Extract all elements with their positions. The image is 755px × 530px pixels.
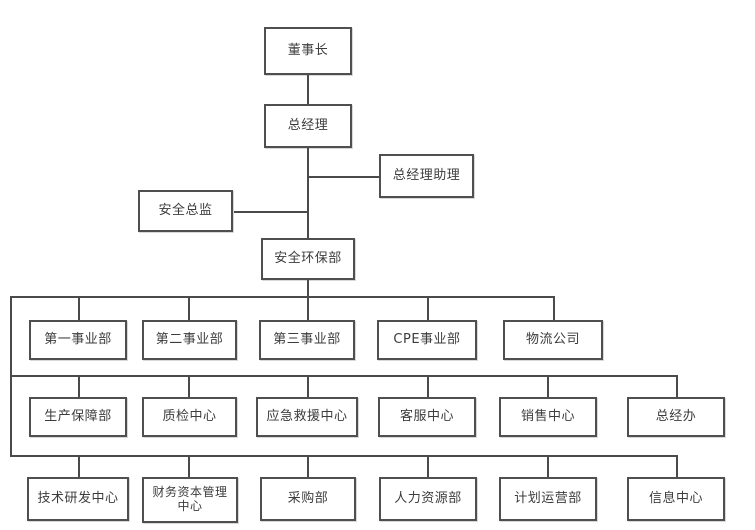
node-chairman[interactable]: 董事长	[264, 27, 352, 75]
connector-safety-env-to-bus1	[307, 280, 309, 296]
node-information-center[interactable]: 信息中心	[627, 477, 725, 521]
node-safety-env-dept[interactable]: 安全环保部	[261, 238, 355, 280]
node-general-manager-office[interactable]: 总经办	[627, 397, 725, 437]
node-label: 计划运营部	[514, 490, 582, 506]
drop-row3-4	[427, 455, 429, 477]
drop-row2-1	[78, 375, 80, 397]
bus-row-functional-departments	[10, 455, 678, 457]
drop-row1-4	[427, 296, 429, 320]
node-label: 总经理助理	[392, 167, 461, 183]
drop-row1-3	[307, 296, 309, 320]
node-human-resources-dept[interactable]: 人力资源部	[379, 477, 477, 521]
bus-row-business-divisions	[10, 296, 555, 298]
node-general-manager[interactable]: 总经理	[264, 104, 352, 148]
drop-row3-1	[78, 455, 80, 477]
drop-row2-5	[547, 375, 549, 397]
node-emergency-rescue-center[interactable]: 应急救援中心	[256, 397, 358, 437]
node-label: 董事长	[287, 42, 329, 58]
node-quality-inspection-center[interactable]: 质检中心	[142, 397, 237, 437]
node-label: 采购部	[287, 490, 329, 506]
node-label: 第三事业部	[273, 331, 341, 347]
node-business-division-cpe[interactable]: CPE事业部	[377, 320, 477, 360]
connector-chairman-to-gm	[307, 75, 309, 104]
drop-row2-4	[427, 375, 429, 397]
node-business-division-1[interactable]: 第一事业部	[29, 320, 127, 360]
node-sales-center[interactable]: 销售中心	[499, 397, 597, 437]
node-label: 销售中心	[520, 408, 575, 424]
node-business-division-3[interactable]: 第三事业部	[259, 320, 355, 360]
connector-gm-to-assistant	[307, 176, 379, 178]
node-finance-capital-management-center[interactable]: 财务资本管理中心	[142, 477, 238, 523]
node-customer-service-center[interactable]: 客服中心	[378, 397, 476, 437]
node-procurement-dept[interactable]: 采购部	[260, 477, 356, 521]
node-label: 人力资源部	[394, 490, 462, 506]
node-label: 财务资本管理中心	[152, 485, 228, 513]
drop-row3-6	[676, 455, 678, 477]
connector-gm-spine	[307, 148, 309, 238]
node-planning-operations-dept[interactable]: 计划运营部	[499, 477, 597, 521]
drop-row3-5	[547, 455, 549, 477]
drop-row2-6	[676, 375, 678, 397]
node-logistics-company[interactable]: 物流公司	[503, 320, 603, 360]
drop-row1-2	[188, 296, 190, 320]
drop-row1-5	[553, 296, 555, 320]
node-business-division-2[interactable]: 第二事业部	[142, 320, 237, 360]
node-label: 总经理	[287, 117, 329, 133]
node-label: 物流公司	[525, 331, 580, 347]
drop-row2-3	[307, 375, 309, 397]
node-label: 第二事业部	[155, 331, 224, 347]
drop-row1-1	[78, 296, 80, 320]
node-tech-rd-center[interactable]: 技术研发中心	[27, 477, 129, 521]
node-label: 生产保障部	[44, 408, 112, 424]
drop-row2-2	[188, 375, 190, 397]
node-label: CPE事业部	[393, 331, 461, 347]
connector-gm-to-safety-director	[233, 211, 309, 213]
node-label: 第一事业部	[44, 331, 112, 347]
node-label: 技术研发中心	[37, 490, 119, 506]
node-label: 安全总监	[158, 202, 213, 218]
node-label: 总经办	[655, 408, 697, 424]
node-production-support-dept[interactable]: 生产保障部	[29, 397, 127, 437]
bus-row-support-centers	[10, 375, 678, 377]
drop-row3-2	[188, 455, 190, 477]
node-label: 应急救援中心	[266, 408, 348, 424]
node-safety-director[interactable]: 安全总监	[138, 190, 233, 232]
drop-row3-3	[307, 455, 309, 477]
node-gm-assistant[interactable]: 总经理助理	[379, 154, 474, 198]
node-label: 安全环保部	[274, 250, 342, 266]
node-label: 质检中心	[162, 408, 217, 424]
node-label: 信息中心	[648, 490, 703, 506]
node-label: 客服中心	[399, 408, 454, 424]
